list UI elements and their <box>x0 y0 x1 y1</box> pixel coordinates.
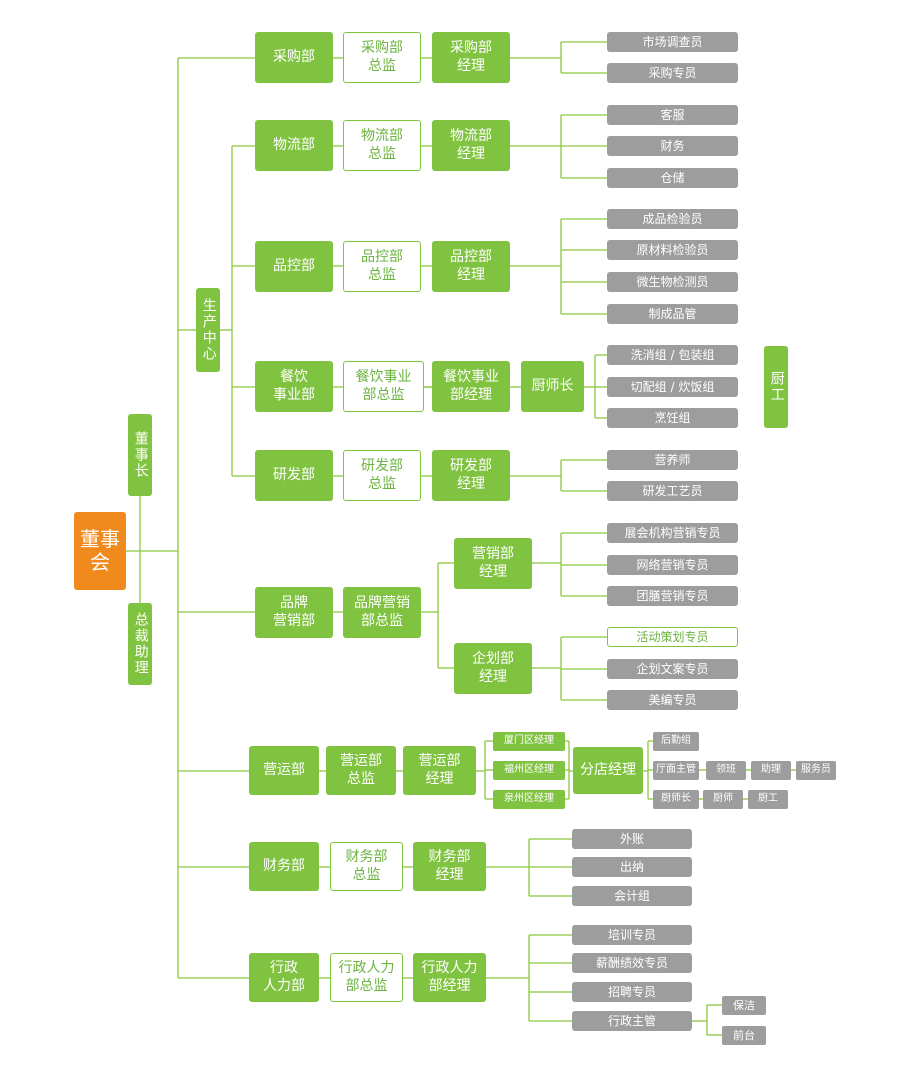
finance-staff-1: 外账 <box>572 829 692 849</box>
purchasing-staff-2: 采购专员 <box>607 63 738 83</box>
rnd-staff-2: 研发工艺员 <box>607 481 738 501</box>
hall-staff-2: 助理 <box>751 761 791 780</box>
marketing-manager: 营销部 经理 <box>454 538 532 589</box>
operations-director: 营运部 总监 <box>326 746 396 795</box>
finance-manager: 财务部 经理 <box>413 842 486 891</box>
gm-assistant-node: 总裁助理 <box>128 603 152 685</box>
catering-director: 餐饮事业 部总监 <box>343 361 424 412</box>
quality-staff-4: 制成品管 <box>607 304 738 324</box>
hr-manager: 行政人力 部经理 <box>413 953 486 1002</box>
catering-staff-1: 洗消组 / 包装组 <box>607 345 738 365</box>
hall-staff-3: 服务员 <box>796 761 836 780</box>
logistics-staff-3: 仓储 <box>607 168 738 188</box>
operations-manager: 营运部 经理 <box>403 746 476 795</box>
purchasing-staff-1: 市场调查员 <box>607 32 738 52</box>
quality-staff-1: 成品检验员 <box>607 209 738 229</box>
finance-director: 财务部 总监 <box>330 842 403 891</box>
finance-staff-3: 会计组 <box>572 886 692 906</box>
logistics-staff-2: 财务 <box>607 136 738 156</box>
finance-dept: 财务部 <box>249 842 319 891</box>
purchasing-director: 采购部 总监 <box>343 32 421 83</box>
rnd-director: 研发部 总监 <box>343 450 421 501</box>
region-manager-2: 福州区经理 <box>493 761 565 780</box>
board-node: 董事会 <box>74 512 126 590</box>
logistics-manager: 物流部 经理 <box>432 120 510 171</box>
kitchen-staff-1: 厨师 <box>703 790 743 809</box>
quality-staff-2: 原材料检验员 <box>607 240 738 260</box>
catering-staff-2: 切配组 / 炊饭组 <box>607 377 738 397</box>
catering-dept: 餐饮 事业部 <box>255 361 333 412</box>
region-manager-1: 厦门区经理 <box>493 732 565 751</box>
hall-supervisor-node: 厅面主管 <box>653 761 699 780</box>
marketing-staff-2: 网络营销专员 <box>607 555 738 575</box>
catering-staff-3: 烹饪组 <box>607 408 738 428</box>
rnd-manager: 研发部 经理 <box>432 450 510 501</box>
catering-manager: 餐饮事业 部经理 <box>432 361 510 412</box>
purchasing-dept: 采购部 <box>255 32 333 83</box>
operations-dept: 营运部 <box>249 746 319 795</box>
quality-staff-3: 微生物检测员 <box>607 272 738 292</box>
quality-dept: 品控部 <box>255 241 333 292</box>
logistics-director: 物流部 总监 <box>343 120 421 171</box>
planning-staff-2: 企划文案专员 <box>607 659 738 679</box>
hr-staff-2: 薪酬绩效专员 <box>572 953 692 973</box>
hall-staff-1: 领班 <box>706 761 746 780</box>
hr-dept: 行政 人力部 <box>249 953 319 1002</box>
logistics-staff-1: 客服 <box>607 105 738 125</box>
rnd-staff-1: 营养师 <box>607 450 738 470</box>
admin-staff-1: 保洁 <box>722 996 766 1015</box>
logistics-team-node: 后勤组 <box>653 732 699 751</box>
catering-chef: 厨师长 <box>521 361 584 412</box>
hr-director: 行政人力 部总监 <box>330 953 403 1002</box>
production-center-node: 生产中心 <box>196 288 220 372</box>
rnd-dept: 研发部 <box>255 450 333 501</box>
head-chef-node: 厨师长 <box>653 790 699 809</box>
marketing-staff-3: 团膳营销专员 <box>607 586 738 606</box>
branch-manager: 分店经理 <box>573 747 643 794</box>
brand-director: 品牌营销 部总监 <box>343 587 421 638</box>
hr-staff-3: 招聘专员 <box>572 982 692 1002</box>
finance-staff-2: 出纳 <box>572 857 692 877</box>
brand-dept: 品牌 营销部 <box>255 587 333 638</box>
planning-staff-1: 活动策划专员 <box>607 627 738 647</box>
marketing-staff-1: 展会机构营销专员 <box>607 523 738 543</box>
hr-staff-1: 培训专员 <box>572 925 692 945</box>
chairman-node: 董事长 <box>128 414 152 496</box>
kitchen-staff-2: 厨工 <box>748 790 788 809</box>
admin-staff-2: 前台 <box>722 1026 766 1045</box>
purchasing-manager: 采购部 经理 <box>432 32 510 83</box>
planning-staff-3: 美编专员 <box>607 690 738 710</box>
quality-manager: 品控部 经理 <box>432 241 510 292</box>
region-manager-3: 泉州区经理 <box>493 790 565 809</box>
hr-staff-4: 行政主管 <box>572 1011 692 1031</box>
kitchen-worker-node: 厨工 <box>764 346 788 428</box>
planning-manager: 企划部 经理 <box>454 643 532 694</box>
logistics-dept: 物流部 <box>255 120 333 171</box>
quality-director: 品控部 总监 <box>343 241 421 292</box>
